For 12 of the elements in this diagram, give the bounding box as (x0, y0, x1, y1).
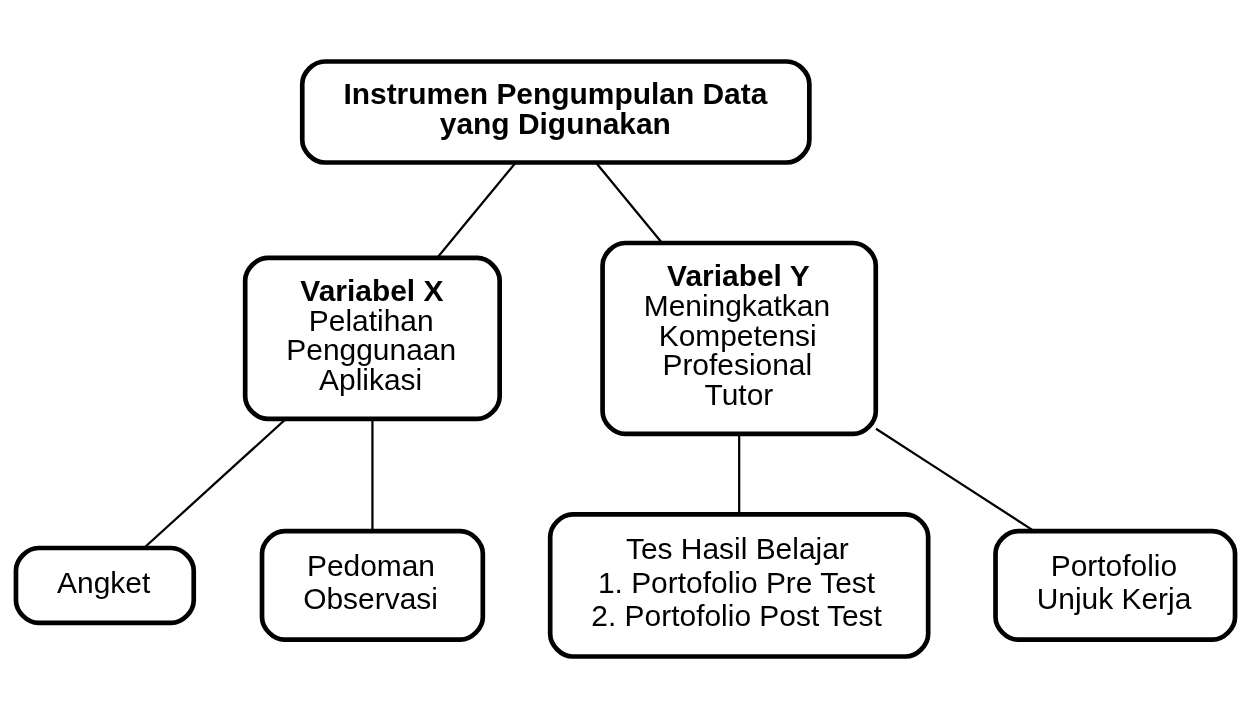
connector (875, 427, 1035, 532)
node-box: Variabel Y Meningkatkan Kompetensi Profesional Tutor (600, 240, 879, 436)
node-box: Tes Hasil Belajar 1. Portofolio Pre Test 2. Portofolio Post Test (547, 511, 931, 659)
node-box: Variabel X Pelatihan Penggunaan Aplikasi (242, 255, 502, 421)
connector (436, 161, 517, 258)
node-box: Angket (13, 545, 197, 625)
connector (371, 418, 374, 531)
node-box: Instrumen Pengumpulan Data yang Digunakan (299, 58, 812, 165)
connector (595, 161, 663, 244)
node-box: Portofolio Unjuk Kerja (993, 528, 1238, 642)
node-box: Pedoman Observasi (259, 528, 486, 642)
connector (738, 433, 741, 514)
